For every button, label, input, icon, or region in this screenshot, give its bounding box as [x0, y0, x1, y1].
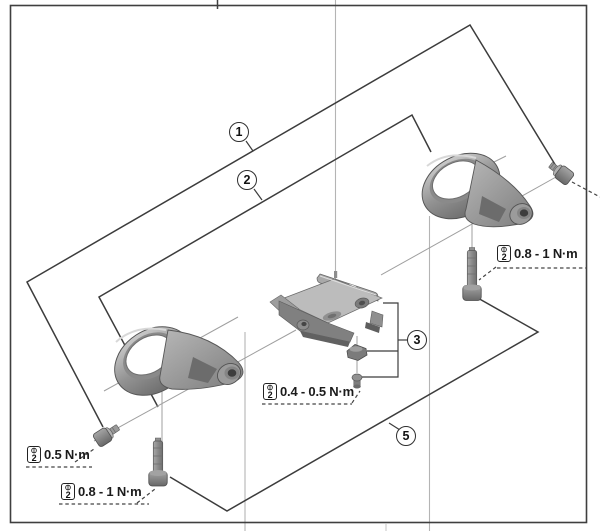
right-clamp-bolt-hole [519, 209, 529, 217]
wrench-size: 2 [501, 252, 507, 262]
torque-wrench-icon: 2 [27, 446, 41, 463]
screw-head-icon [31, 447, 37, 454]
figure-border [9, 4, 588, 524]
callout-5: 5 [396, 426, 416, 446]
page-guide-lines [244, 0, 431, 531]
left-clamp-band [114, 326, 244, 396]
torque-value: 0.8 - 1 N·m [514, 246, 578, 261]
callout-3-number: 3 [413, 333, 421, 347]
torque-value: 0.8 - 1 N·m [78, 484, 142, 499]
callout-2: 2 [237, 170, 257, 190]
torque-label-left-mount-bolt: 2 0.8 - 1 N·m [61, 483, 142, 500]
callout-3: 3 [407, 330, 427, 350]
torque-bottom-leader [136, 488, 156, 504]
torque-right-leader [478, 266, 497, 281]
torque-label-bracket-screw: 2 0.4 - 0.5 N·m [263, 383, 354, 400]
screw-head-icon [501, 246, 507, 253]
torque-wrench-icon: 2 [61, 483, 75, 500]
callout-1: 1 [229, 122, 249, 142]
torque-wrench-icon: 2 [497, 245, 511, 262]
callout-2-leader [253, 188, 263, 201]
callout-2-number: 2 [243, 173, 251, 187]
wrench-size: 2 [267, 390, 273, 400]
dashed-leaders [26, 181, 600, 505]
screw-head-icon [65, 484, 71, 491]
right-clamp-small-bolt [548, 162, 575, 186]
left-clamp-bolt-hole [227, 369, 237, 377]
callout-1-leader [245, 140, 254, 152]
right-bolt-axis-line [380, 176, 557, 276]
torque-label-left-clamp-bolt: 2 0.5 N·m [27, 446, 90, 463]
left-clamp-small-bolt [92, 424, 120, 447]
bracket-nut [346, 344, 368, 361]
wrench-size: 2 [31, 453, 37, 463]
right-clamp-band [421, 152, 534, 228]
callout-3-connector [362, 302, 408, 378]
group-outline-1 [26, 23, 560, 428]
torque-left-leader [74, 448, 95, 463]
mount-bracket [269, 271, 384, 347]
screw-head-icon [267, 384, 273, 391]
callout-5-number: 5 [402, 429, 410, 443]
wrench-size: 2 [65, 490, 71, 500]
torque-center-leader [351, 390, 361, 404]
torque-wrench-icon: 2 [263, 383, 277, 400]
torque-label-right-clamp-bolt: 2 0.8 - 1 N·m [497, 245, 578, 262]
right-mount-bolt [462, 247, 482, 301]
callout-1-number: 1 [235, 125, 243, 139]
torque-value: 0.4 - 0.5 N·m [280, 384, 354, 399]
right-small-bolt-dash [571, 181, 600, 198]
left-mount-bolt [148, 437, 168, 487]
group-outline-5 [169, 296, 540, 512]
torque-value: 0.5 N·m [44, 447, 90, 462]
